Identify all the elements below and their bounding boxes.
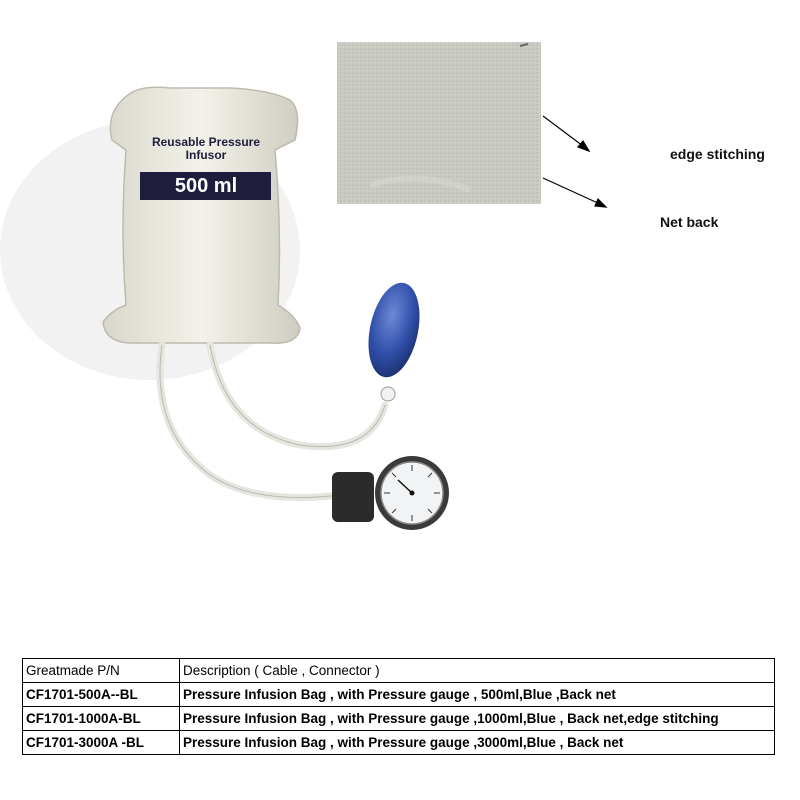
- callout-net-back: Net back: [660, 214, 719, 230]
- bag-volume-band: [140, 172, 271, 200]
- bag-volume: 500 ml: [174, 175, 238, 197]
- bag-label-line2: Infusor: [185, 148, 227, 162]
- gauge-needle: [397, 479, 413, 494]
- table-row: CF1701-1000A-BL Pressure Infusion Bag , …: [22, 706, 775, 731]
- bulb-tube: [206, 341, 389, 451]
- cell-description: Pressure Infusion Bag , with Pressure ga…: [179, 730, 775, 755]
- cell-part-number: CF1701-500A--BL: [22, 682, 180, 707]
- bulb-valve: [380, 386, 396, 402]
- inflation-bulb: [368, 282, 420, 378]
- bag-label-line1: Reusable Pressure: [151, 135, 261, 149]
- callout-edge-stitching: edge stitching: [670, 146, 765, 162]
- header-part-number: Greatmade P/N: [22, 658, 180, 683]
- gauge-connector: [332, 472, 374, 522]
- cell-part-number: CF1701-3000A -BL: [22, 730, 180, 755]
- table-row: CF1701-500A--BL Pressure Infusion Bag , …: [22, 682, 775, 707]
- infusion-bag: [102, 86, 301, 344]
- spec-table: Greatmade P/N Description ( Cable , Conn…: [22, 658, 775, 755]
- callout-arrows: [542, 115, 608, 208]
- cell-description: Pressure Infusion Bag , with Pressure ga…: [179, 706, 775, 731]
- gauge-ticks: [384, 465, 440, 521]
- table-header-row: Greatmade P/N Description ( Cable , Conn…: [22, 658, 775, 683]
- header-description: Description ( Cable , Connector ): [179, 658, 775, 683]
- table-row: CF1701-3000A -BL Pressure Infusion Bag ,…: [22, 730, 775, 755]
- net-back-photo: [337, 42, 541, 204]
- cell-part-number: CF1701-1000A-BL: [22, 706, 180, 731]
- bag-label: Reusable Pressure Infusor: [136, 136, 276, 162]
- cell-description: Pressure Infusion Bag , with Pressure ga…: [179, 682, 775, 707]
